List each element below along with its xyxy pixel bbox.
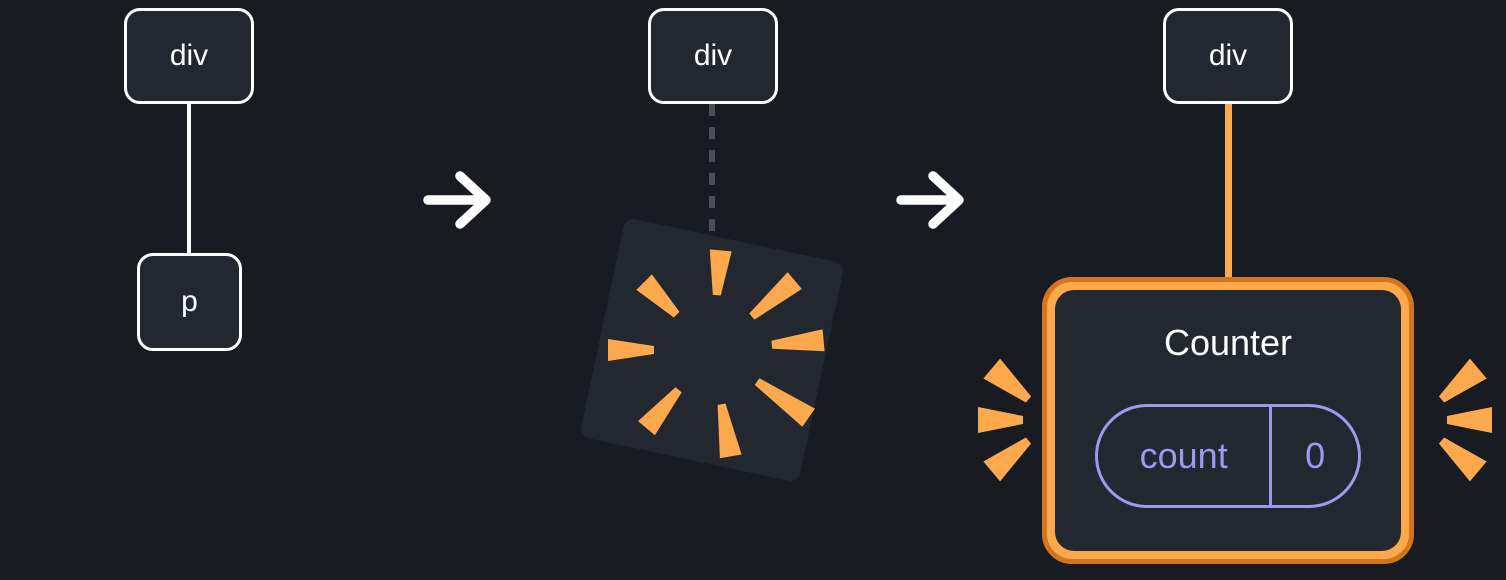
- dom-node-div-before: div: [124, 8, 254, 104]
- node-label: p: [181, 285, 198, 318]
- node-label: div: [169, 39, 209, 72]
- tree-connector-line: [187, 102, 191, 255]
- dashed-connector-line: [709, 104, 715, 232]
- poof-burst-icon: [581, 219, 843, 481]
- state-pill: count 0: [1095, 404, 1361, 508]
- component-connector-line: [1225, 102, 1232, 280]
- counter-component-card: Counter count 0: [1042, 277, 1414, 564]
- counter-component-body: Counter count 0: [1055, 290, 1401, 551]
- emphasis-sparks-right-icon: [1438, 358, 1492, 482]
- state-value: 0: [1305, 435, 1326, 476]
- burst-sparks: [608, 249, 825, 459]
- state-key: count: [1098, 407, 1273, 505]
- node-label: div: [693, 39, 733, 72]
- component-name: Counter: [1163, 322, 1293, 363]
- arrow-right-icon: [896, 171, 964, 229]
- dom-node-p: p: [137, 253, 242, 351]
- dom-node-div-after: div: [1163, 8, 1293, 104]
- node-label: div: [1208, 39, 1248, 72]
- dom-node-div-transition: div: [648, 8, 778, 104]
- arrow-right-icon: [423, 171, 491, 229]
- emphasis-sparks-left-icon: [978, 358, 1032, 482]
